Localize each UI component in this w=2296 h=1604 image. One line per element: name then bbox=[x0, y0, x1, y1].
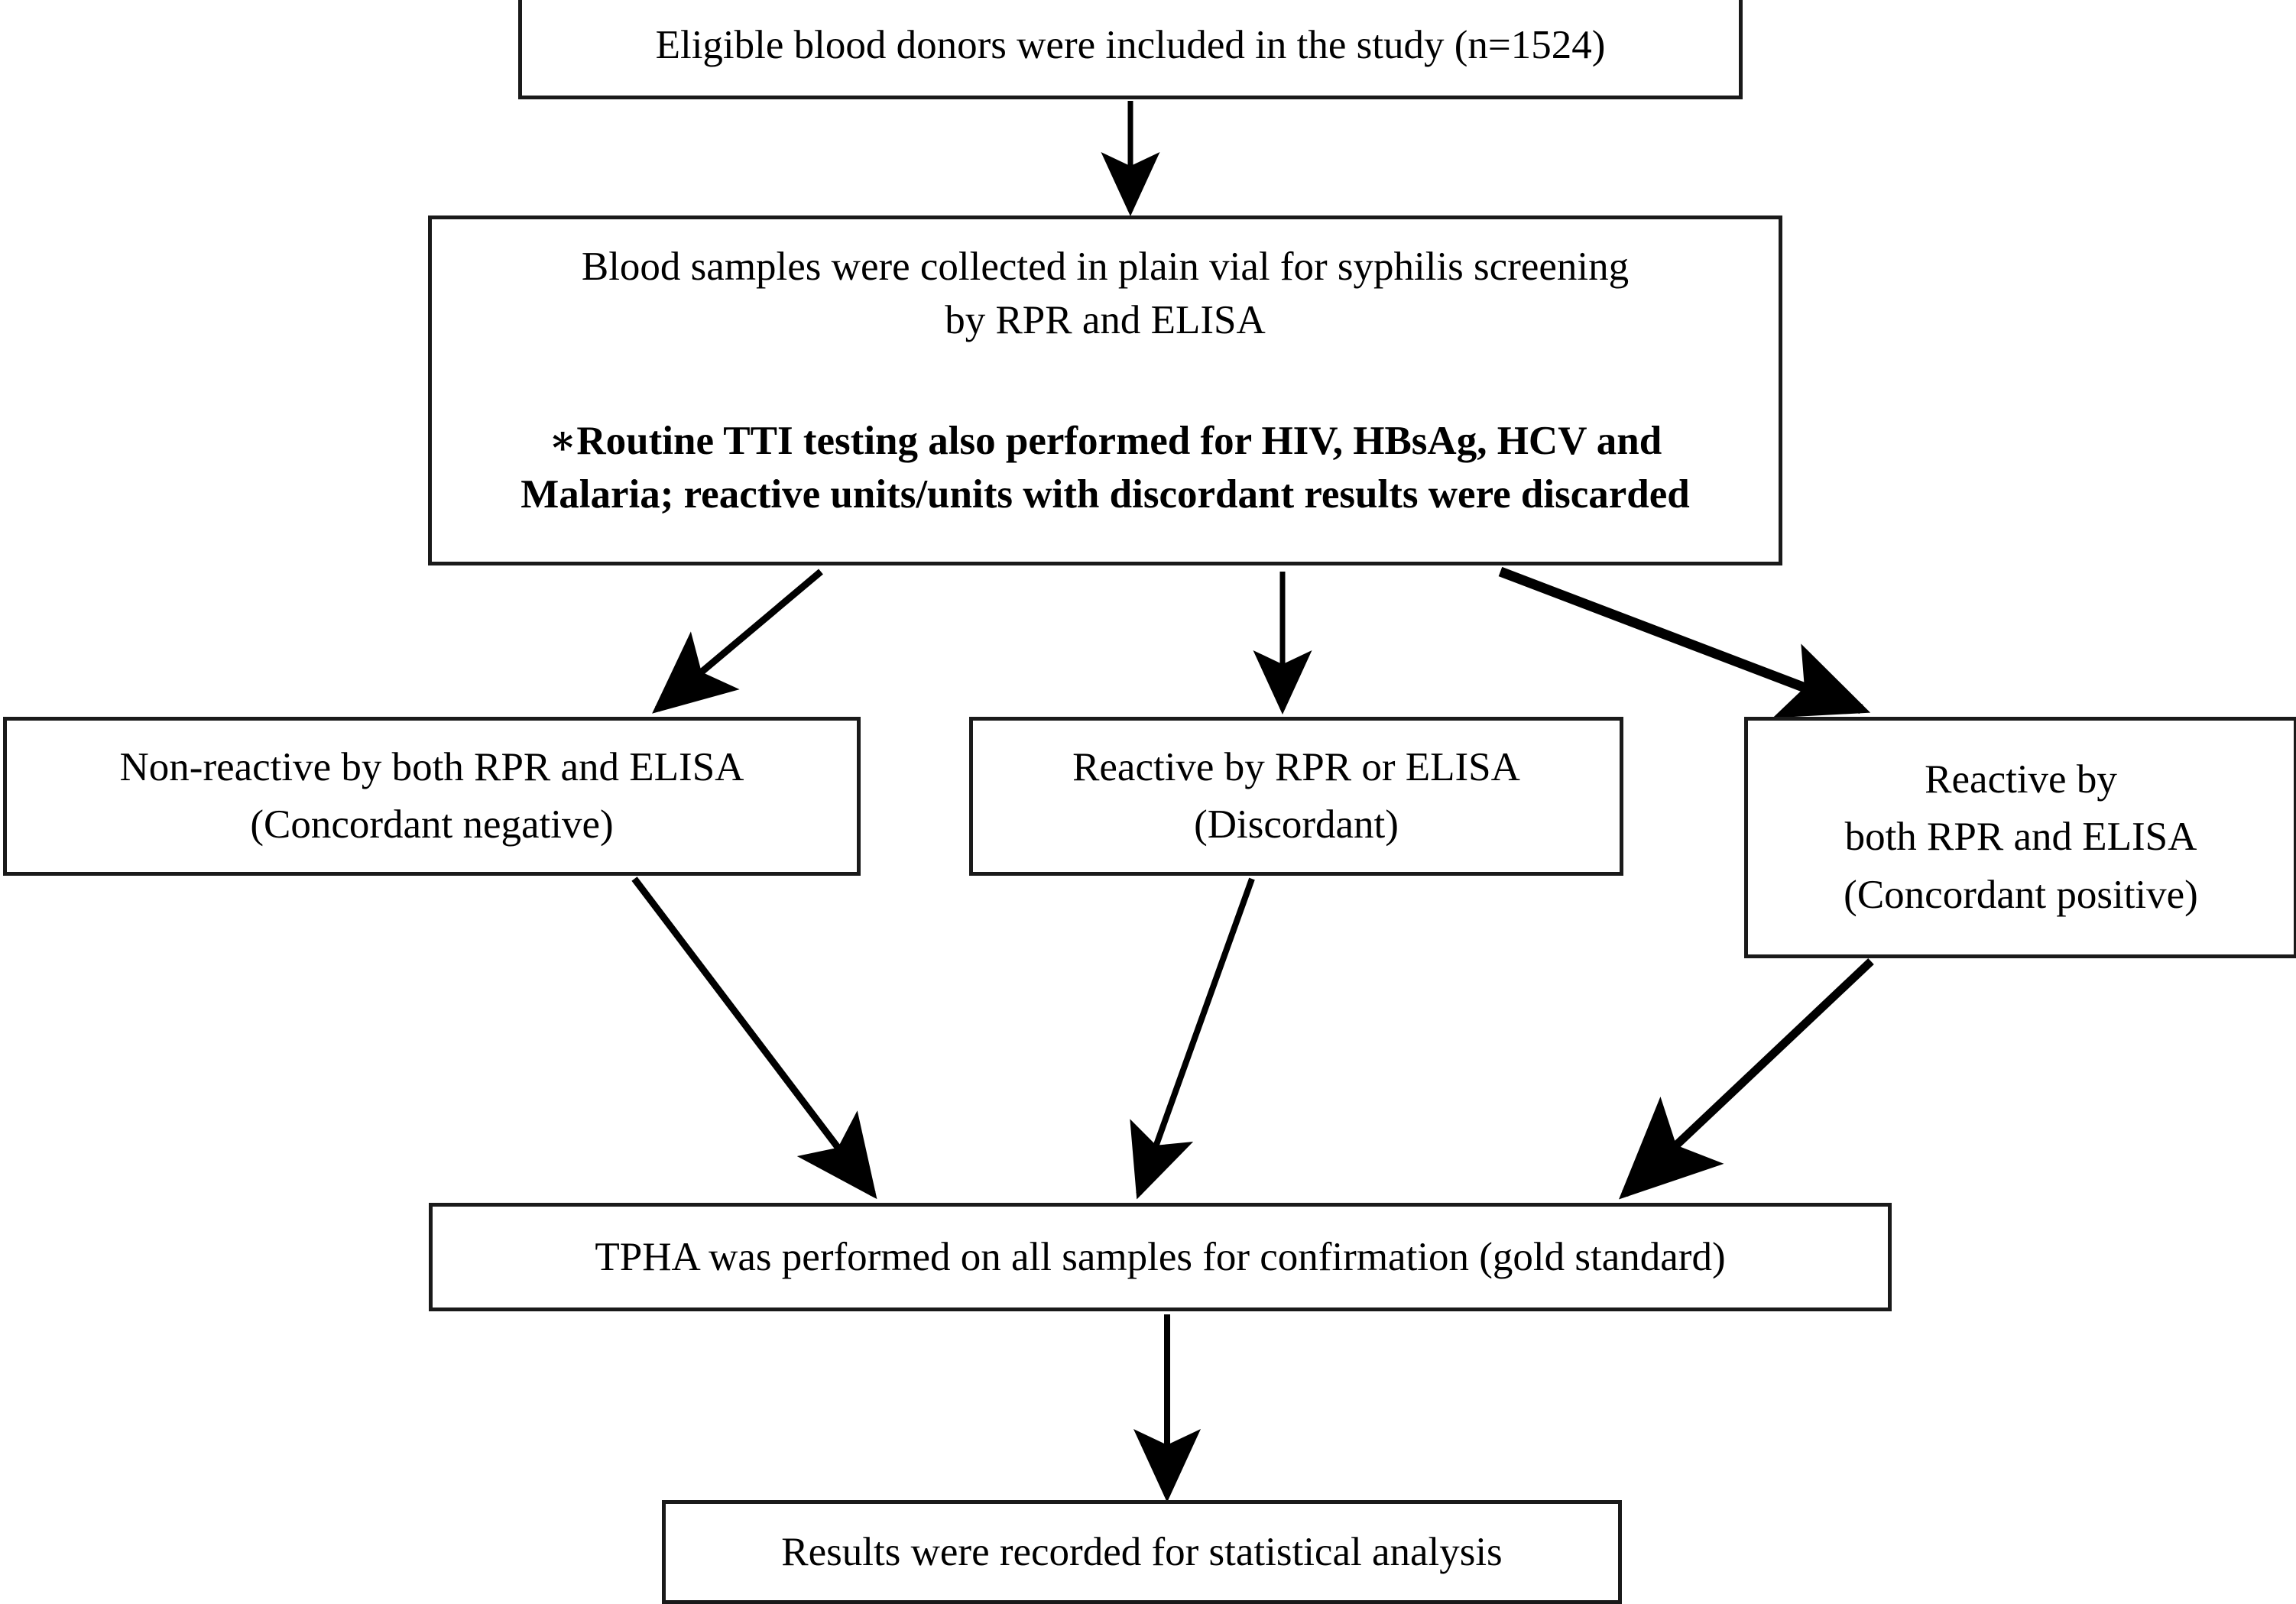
node-discordant-line-2: (Discordant) bbox=[1194, 802, 1399, 847]
arrow-collection-to-concordant-positive bbox=[1498, 566, 1871, 718]
node-nonreactive-line-2: (Concordant negative) bbox=[250, 802, 614, 847]
node-concordant-positive-line-1: Reactive by bbox=[1925, 757, 2117, 802]
node-eligible-donors: Eligible blood donors were included in t… bbox=[518, 0, 1743, 99]
node-reactive-concordant-positive: Reactive by both RPR and ELISA (Concorda… bbox=[1744, 717, 2296, 958]
node-eligible-donors-line-1: Eligible blood donors were included in t… bbox=[655, 22, 1606, 67]
arrow-discordant-to-tpha bbox=[1130, 877, 1255, 1200]
node-tpha-confirmation-line-1: TPHA was performed on all samples for co… bbox=[595, 1234, 1726, 1279]
node-sample-collection-note-line-1: ∗Routine TTI testing also performed for … bbox=[548, 418, 1662, 463]
node-concordant-positive-line-3: (Concordant positive) bbox=[1844, 872, 2198, 917]
arrow-nonreactive-to-tpha bbox=[631, 877, 877, 1200]
node-concordant-positive-line-2: both RPR and ELISA bbox=[1844, 815, 2197, 860]
node-discordant-line-1: Reactive by RPR or ELISA bbox=[1072, 744, 1520, 789]
node-results-recorded-line-1: Results were recorded for statistical an… bbox=[781, 1529, 1503, 1574]
node-nonreactive-line-1: Non-reactive by both RPR and ELISA bbox=[119, 744, 744, 789]
node-sample-collection-line-2: by RPR and ELISA bbox=[945, 297, 1266, 342]
node-tpha-confirmation: TPHA was performed on all samples for co… bbox=[429, 1203, 1892, 1311]
node-results-recorded: Results were recorded for statistical an… bbox=[662, 1500, 1622, 1604]
node-nonreactive-concordant-negative: Non-reactive by both RPR and ELISA (Conc… bbox=[3, 717, 861, 876]
node-sample-collection-note-line-2: Malaria; reactive units/units with disco… bbox=[520, 471, 1690, 517]
node-reactive-discordant: Reactive by RPR or ELISA (Discordant) bbox=[969, 717, 1623, 876]
node-sample-collection-line-1: Blood samples were collected in plain vi… bbox=[581, 245, 1630, 289]
arrow-concordant-positive-to-tpha bbox=[1619, 958, 1874, 1200]
arrow-collection-to-nonreactive bbox=[652, 569, 823, 714]
node-sample-collection: Blood samples were collected in plain vi… bbox=[428, 215, 1782, 565]
